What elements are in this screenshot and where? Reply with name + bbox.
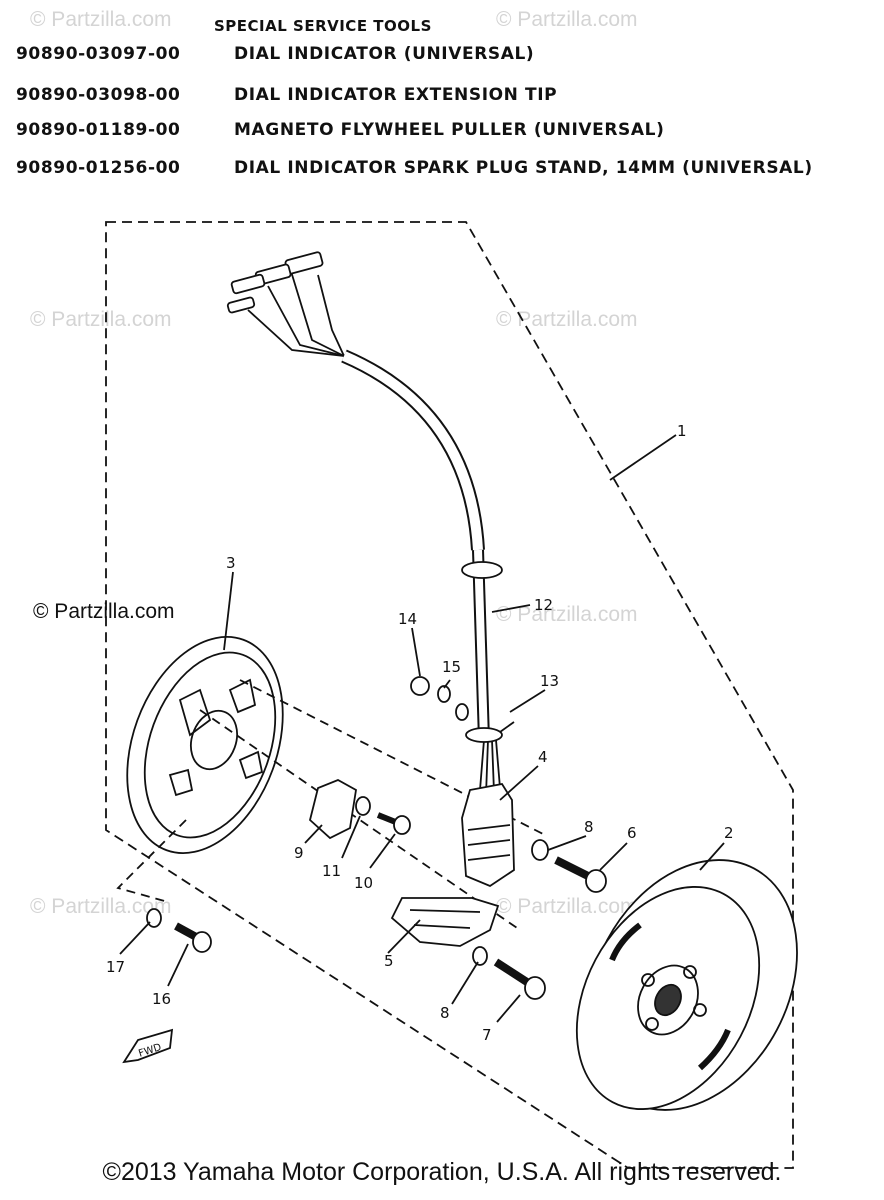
- assembly-boundary: [105, 221, 794, 1169]
- watermark: © Partzilla.com: [496, 603, 638, 626]
- callout-6: 6: [627, 824, 637, 842]
- bolt-head: [192, 931, 212, 953]
- callout-8-lower: 8: [440, 1004, 450, 1022]
- washer: [455, 703, 469, 721]
- stator-plate: [126, 636, 284, 854]
- washer: [355, 796, 371, 816]
- tool-name: DIAL INDICATOR SPARK PLUG STAND, 14MM (U…: [234, 158, 813, 178]
- watermark: © Partzilla.com: [30, 895, 172, 918]
- tool-row: 90890-01189-00 MAGNETO FLYWHEEL PULLER (U…: [16, 120, 664, 140]
- callout-13: 13: [540, 672, 559, 690]
- screw-head: [410, 676, 430, 696]
- washer: [437, 685, 451, 703]
- fwd-arrow: [122, 1028, 174, 1064]
- tool-row: 90890-01256-00 DIAL INDICATOR SPARK PLUG …: [16, 158, 813, 178]
- watermark: © Partzilla.com: [30, 308, 172, 331]
- watermark: © Partzilla.com: [30, 8, 172, 31]
- wire-harness: [247, 267, 501, 796]
- callout-2: 2: [724, 824, 734, 842]
- bolt: [554, 856, 594, 882]
- tool-part-number: 90890-03098-00: [16, 85, 181, 105]
- callout-17: 17: [106, 958, 125, 976]
- washer: [146, 908, 162, 928]
- callout-7: 7: [482, 1026, 492, 1044]
- washer: [472, 946, 488, 966]
- tool-part-number: 90890-03097-00: [16, 44, 181, 64]
- clamp-tab: [499, 721, 515, 733]
- cable-clamp: [465, 727, 503, 743]
- tool-name: DIAL INDICATOR EXTENSION TIP: [234, 85, 558, 105]
- tool-row: 90890-03097-00 DIAL INDICATOR (UNIVERSAL): [16, 44, 534, 64]
- tool-part-number: 90890-01189-00: [16, 120, 181, 140]
- tool-row: 90890-03098-00 DIAL INDICATOR EXTENSION T…: [16, 85, 557, 105]
- grommet: [461, 561, 503, 579]
- callout-3: 3: [226, 554, 236, 572]
- callout-8-upper: 8: [584, 818, 594, 836]
- callout-1: 1: [677, 422, 687, 440]
- washer: [531, 839, 549, 861]
- connector: [230, 273, 266, 295]
- bolt-head: [524, 976, 546, 1000]
- callout-12: 12: [534, 596, 553, 614]
- callout-9: 9: [294, 844, 304, 862]
- callout-14: 14: [398, 610, 417, 628]
- watermark-dark: © Partzilla.com: [33, 600, 175, 623]
- connector: [226, 296, 256, 314]
- screw-head: [393, 815, 411, 835]
- callout-10: 10: [354, 874, 373, 892]
- callout-4: 4: [538, 748, 548, 766]
- callout-5: 5: [384, 952, 394, 970]
- watermark: © Partzilla.com: [496, 308, 638, 331]
- callout-16: 16: [152, 990, 171, 1008]
- bolt-head: [585, 869, 607, 893]
- tool-name: DIAL INDICATOR (UNIVERSAL): [234, 44, 535, 64]
- pulser-coil: [308, 779, 357, 840]
- charging-coil: [461, 783, 515, 888]
- lighting-coil: [390, 897, 500, 947]
- tool-name: MAGNETO FLYWHEEL PULLER (UNIVERSAL): [234, 120, 665, 140]
- tool-part-number: 90890-01256-00: [16, 158, 181, 178]
- watermark: © Partzilla.com: [496, 895, 638, 918]
- bolt: [493, 958, 533, 988]
- special-tools-title: SPECIAL SERVICE TOOLS: [214, 17, 432, 35]
- callout-15: 15: [442, 658, 461, 676]
- flywheel-rotor: [575, 859, 798, 1111]
- callout-11: 11: [322, 862, 341, 880]
- copyright-footer: ©2013 Yamaha Motor Corporation, U.S.A. A…: [102, 1158, 782, 1186]
- watermark: © Partzilla.com: [496, 8, 638, 31]
